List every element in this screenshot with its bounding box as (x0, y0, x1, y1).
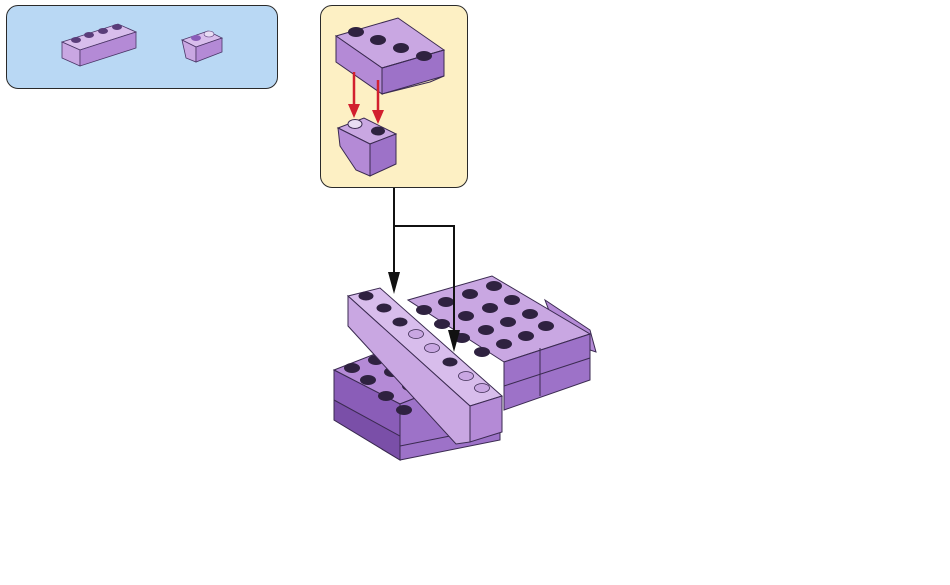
black-arrow-left-icon (388, 188, 400, 294)
